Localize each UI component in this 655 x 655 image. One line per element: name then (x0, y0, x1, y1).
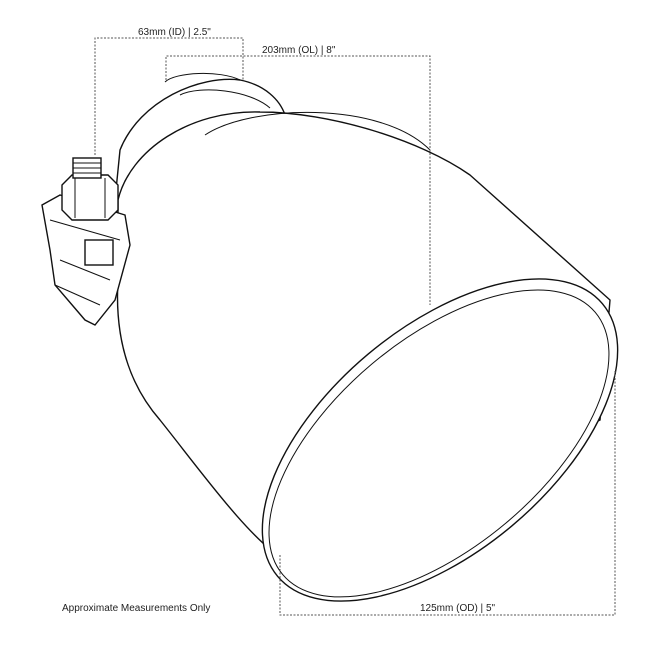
overall-length-label: 203mm (OL) | 8" (262, 45, 336, 56)
outer-diameter-label: 125mm (OD) | 5" (420, 603, 496, 614)
clamp (41, 157, 131, 326)
outlet-rim (261, 278, 619, 602)
dimension-line-id (94, 37, 244, 155)
dimension-line-ol (165, 55, 431, 305)
inner-diameter-label: 63mm (ID) | 2.5" (138, 27, 211, 38)
dimension-line-od (279, 370, 616, 616)
measurements-note: Approximate Measurements Only (62, 603, 211, 614)
